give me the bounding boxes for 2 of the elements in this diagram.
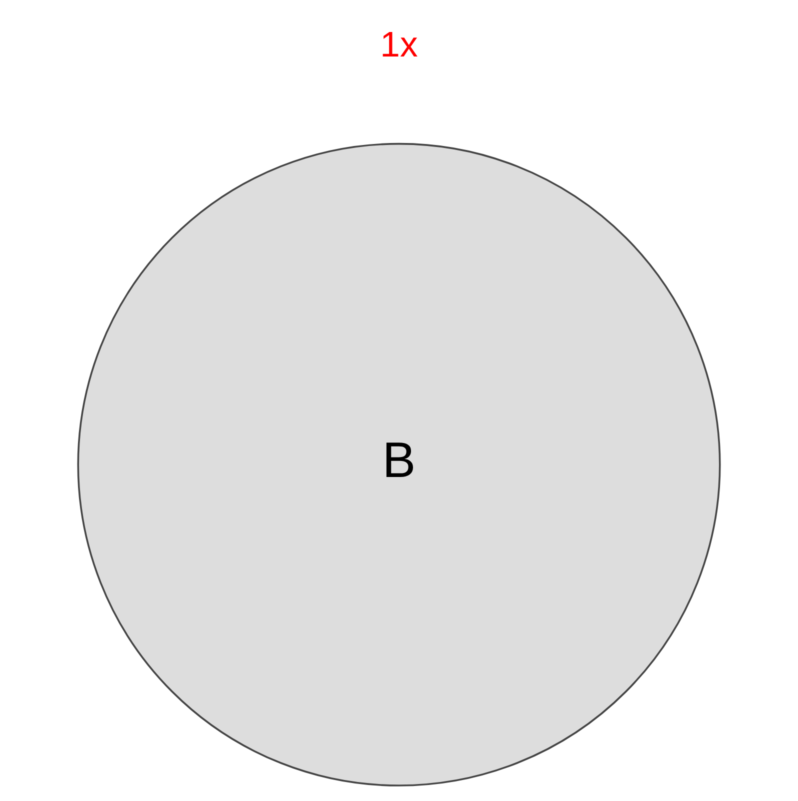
node-circle: B — [77, 142, 721, 786]
label: 1x — [380, 24, 418, 64]
